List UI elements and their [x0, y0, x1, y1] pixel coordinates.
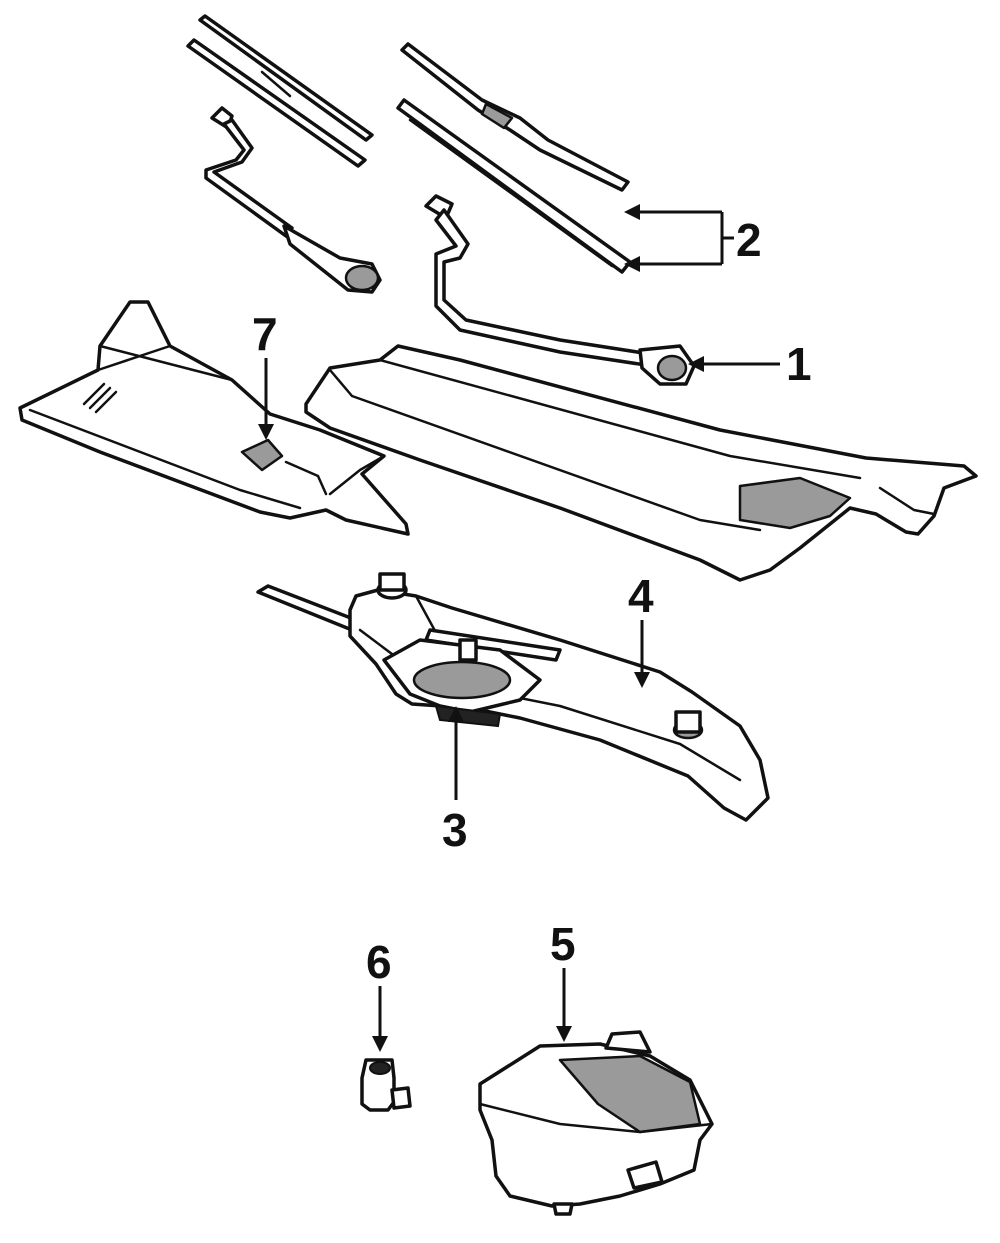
- callout-4: 4: [628, 570, 654, 622]
- callout-6: 6: [366, 936, 392, 988]
- callout-1-leader: [688, 356, 780, 372]
- callout-6-leader: [372, 986, 388, 1052]
- washer-pump: [360, 1058, 412, 1112]
- left-cowl-panel: [18, 300, 410, 536]
- callout-4-leader: [634, 620, 650, 688]
- callout-2-leader: [624, 204, 734, 272]
- right-cowl-panel: [304, 344, 978, 582]
- callout-1: 1: [786, 338, 812, 390]
- right-wiper-arm: [424, 194, 696, 386]
- callout-2: 2: [736, 214, 762, 266]
- callout-3: 3: [442, 804, 468, 856]
- callout-3-leader: [448, 706, 464, 800]
- callout-7-leader: [258, 358, 274, 440]
- callout-5: 5: [550, 918, 576, 970]
- wiper-motor: [382, 638, 542, 728]
- washer-reservoir: [478, 1030, 714, 1216]
- callout-5-leader: [556, 968, 572, 1042]
- right-wiper-blade: [396, 42, 632, 274]
- left-wiper-arm: [204, 106, 382, 294]
- callout-7: 7: [252, 308, 278, 360]
- left-wiper-blade: [186, 14, 374, 168]
